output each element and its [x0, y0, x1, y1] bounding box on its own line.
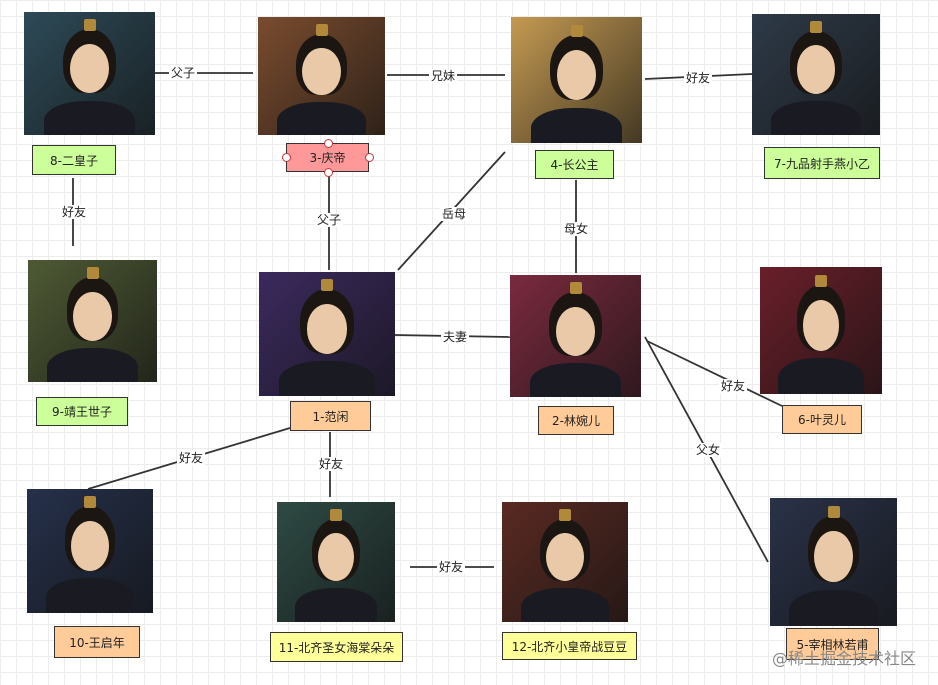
node-label-n2[interactable]: 2-林婉儿 [538, 406, 614, 435]
portrait-crown [827, 505, 840, 518]
portrait-crown [559, 509, 571, 522]
portrait-face [318, 533, 354, 582]
portrait-n12 [502, 502, 628, 622]
edge-label-n1-n10: 好友 [177, 451, 206, 465]
node-label-n8[interactable]: 8-二皇子 [32, 145, 116, 175]
edge-label-n4-n1: 岳母 [440, 207, 469, 221]
portrait-face [555, 306, 596, 356]
portrait-face [306, 304, 348, 354]
watermark-text: @稀土掘金技术社区 [771, 649, 916, 668]
portrait-body [277, 101, 366, 135]
selection-handle-bottom[interactable] [324, 168, 333, 177]
portrait-body [279, 361, 375, 396]
portrait-crown [86, 267, 99, 280]
portrait-body [294, 588, 378, 622]
edge-label-n1-n2: 夫妻 [441, 330, 470, 344]
portrait-body [47, 347, 138, 382]
edge-label-n11-n12: 好友 [437, 560, 466, 574]
portrait-body [43, 100, 136, 135]
edge-label-n1-n11: 好友 [317, 457, 346, 471]
node-label-n10[interactable]: 10-王启年 [54, 626, 140, 658]
node-label-n12[interactable]: 12-北齐小皇帝战豆豆 [502, 632, 637, 660]
portrait-n10 [27, 489, 153, 613]
node-label-n4[interactable]: 4-长公主 [535, 150, 614, 179]
portrait-face [802, 300, 840, 351]
portrait-face [69, 43, 110, 94]
portrait-n7 [752, 14, 880, 135]
node-label-n11[interactable]: 11-北齐圣女海棠朵朵 [270, 632, 403, 662]
portrait-body [789, 590, 878, 626]
portrait-crown [815, 274, 827, 287]
selection-handle-left[interactable] [282, 153, 291, 162]
portrait-crown [84, 496, 96, 509]
portrait-face [546, 533, 584, 582]
edge-label-n8-n3: 父子 [169, 66, 198, 80]
portrait-n2 [510, 275, 641, 397]
portrait-face [73, 291, 112, 341]
node-label-n1[interactable]: 1-范闲 [290, 401, 371, 431]
portrait-n5 [770, 498, 897, 626]
portrait-face [796, 45, 836, 94]
edge-label-n3-n1: 父子 [315, 213, 344, 227]
node-label-n6[interactable]: 6-叶灵儿 [782, 405, 862, 434]
portrait-n11 [277, 502, 395, 622]
edge-label-n2-n6: 好友 [719, 379, 748, 393]
portrait-crown [83, 19, 96, 32]
portrait-body [778, 358, 864, 394]
portrait-n1 [259, 272, 395, 396]
portrait-face [302, 47, 341, 95]
node-label-n9[interactable]: 9-靖王世子 [36, 397, 128, 426]
portrait-crown [569, 282, 582, 295]
portrait-crown [570, 24, 583, 37]
edge-label-n8-n9: 好友 [60, 205, 89, 219]
portrait-crown [810, 21, 822, 34]
edge-label-n2-n5: 父女 [694, 443, 723, 457]
portrait-face [71, 521, 109, 571]
portrait-face [556, 49, 597, 101]
selection-handle-top[interactable] [324, 139, 333, 148]
portrait-crown [330, 509, 342, 522]
selection-handle-right[interactable] [365, 153, 374, 162]
edge-label-n4-n2: 母女 [562, 222, 591, 236]
portrait-body [529, 362, 622, 397]
edge-label-n4-n7: 好友 [684, 71, 713, 85]
edge-n2-n6[interactable] [646, 340, 783, 407]
portrait-n6 [760, 267, 882, 394]
portrait-n3 [258, 17, 385, 135]
portrait-body [45, 578, 135, 613]
portrait-face [814, 531, 853, 583]
node-label-n5[interactable]: 5-宰相林若甫 [786, 628, 879, 660]
portrait-n9 [28, 260, 157, 382]
node-label-n7[interactable]: 7-九品射手燕小乙 [764, 147, 880, 179]
portrait-n8 [24, 12, 155, 135]
portrait-body [520, 588, 610, 622]
portrait-body [771, 101, 861, 135]
portrait-body [530, 107, 623, 143]
portrait-n4 [511, 17, 642, 143]
edge-label-n3-n4: 兄妹 [429, 69, 458, 83]
portrait-crown [315, 24, 328, 37]
portrait-crown [321, 279, 333, 292]
